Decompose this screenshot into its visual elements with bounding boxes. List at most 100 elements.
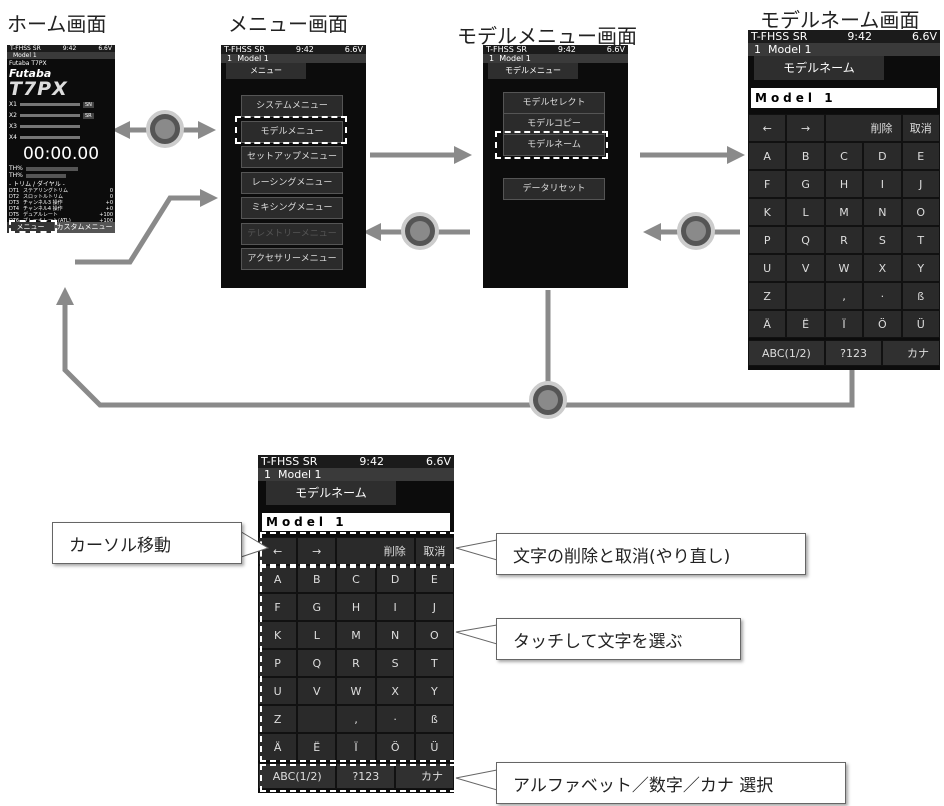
model-bar[interactable]: 1 Model 1 (258, 468, 454, 481)
key-1-3[interactable]: I (375, 593, 415, 621)
number-mode-button[interactable]: ?123 (824, 340, 883, 366)
key-0-1[interactable]: B (786, 142, 825, 170)
key-3-2[interactable]: R (336, 649, 376, 677)
key-6-0[interactable]: Ä (258, 733, 298, 761)
delete-button[interactable]: 削除 (824, 114, 902, 142)
key-5-2[interactable]: ‚ (336, 705, 376, 733)
key-0-0[interactable]: A (258, 565, 298, 593)
key-0-3[interactable]: D (863, 142, 902, 170)
key-2-0[interactable]: K (748, 198, 787, 226)
key-6-4[interactable]: Ü (901, 310, 940, 338)
key-3-3[interactable]: S (863, 226, 902, 254)
key-6-2[interactable]: Ï (824, 310, 864, 338)
key-4-4[interactable]: Y (414, 677, 454, 705)
key-5-0[interactable]: Z (258, 705, 298, 733)
key-5-4[interactable]: ß (901, 282, 940, 310)
trim-bar (19, 103, 80, 106)
key-0-2[interactable]: C (336, 565, 376, 593)
key-0-4[interactable]: E (901, 142, 940, 170)
menu-item-5[interactable]: ミキシングメニュー (241, 197, 343, 219)
key-6-1[interactable]: Ë (786, 310, 825, 338)
cancel-button[interactable]: 取消 (901, 114, 940, 142)
key-5-3[interactable]: · (863, 282, 902, 310)
key-2-2[interactable]: M (336, 621, 376, 649)
key-3-1[interactable]: Q (786, 226, 825, 254)
key-1-2[interactable]: H (336, 593, 376, 621)
kana-mode-button[interactable]: カナ (882, 340, 940, 366)
key-4-0[interactable]: U (258, 677, 298, 705)
model-bar[interactable]: Model 1 (7, 52, 115, 59)
dial-key: DT4 (9, 206, 20, 212)
key-6-0[interactable]: Ä (748, 310, 787, 338)
trim-bar (19, 125, 80, 128)
model-bar[interactable]: 1 Model 1 (483, 54, 628, 63)
highlight-frame (260, 566, 454, 762)
key-5-2[interactable]: ‚ (824, 282, 864, 310)
key-2-4[interactable]: O (414, 621, 454, 649)
key-0-3[interactable]: D (375, 565, 415, 593)
key-0-2[interactable]: C (824, 142, 864, 170)
key-1-0[interactable]: F (258, 593, 298, 621)
key-1-4[interactable]: J (414, 593, 454, 621)
name-input[interactable]: Model 1 (262, 513, 450, 531)
key-2-2[interactable]: M (824, 198, 864, 226)
key-0-0[interactable]: A (748, 142, 787, 170)
cursor-right-button[interactable]: → (786, 114, 825, 142)
key-3-2[interactable]: R (824, 226, 864, 254)
alphabet-mode-button[interactable]: ABC(1/2) (258, 763, 337, 789)
key-1-2[interactable]: H (824, 170, 864, 198)
key-5-4[interactable]: ß (414, 705, 454, 733)
menu-item-3[interactable]: セットアップメニュー (241, 146, 343, 168)
cancel-button[interactable]: 取消 (414, 537, 454, 565)
key-3-4[interactable]: T (414, 649, 454, 677)
key-1-4[interactable]: J (901, 170, 940, 198)
alphabet-mode-button[interactable]: ABC(1/2) (748, 340, 825, 366)
custom-menu-button[interactable]: カスタムメニュー (53, 222, 115, 233)
key-2-3[interactable]: N (863, 198, 902, 226)
th-bar (25, 166, 78, 171)
key-3-1[interactable]: Q (297, 649, 337, 677)
key-2-1[interactable]: L (786, 198, 825, 226)
key-3-0[interactable]: P (748, 226, 787, 254)
key-0-4[interactable]: E (414, 565, 454, 593)
model-menu-item-4[interactable]: データリセット (503, 178, 605, 200)
key-6-2[interactable]: Ï (336, 733, 376, 761)
key-4-2[interactable]: W (336, 677, 376, 705)
menu-item-4[interactable]: レーシングメニュー (241, 171, 343, 194)
name-input[interactable]: Model 1 (751, 88, 937, 108)
model-bar[interactable]: 1 Model 1 (748, 43, 940, 56)
number-mode-button[interactable]: ?123 (336, 763, 396, 789)
key-1-1[interactable]: G (297, 593, 337, 621)
kana-mode-button[interactable]: カナ (395, 763, 454, 789)
key-4-2[interactable]: W (824, 254, 864, 282)
cursor-left-button[interactable]: ← (748, 114, 787, 142)
key-1-1[interactable]: G (786, 170, 825, 198)
menu-button[interactable]: メニュー (7, 222, 54, 233)
key-4-3[interactable]: X (863, 254, 902, 282)
key-4-1[interactable]: V (786, 254, 825, 282)
delete-button[interactable]: 削除 (336, 537, 415, 565)
key-2-3[interactable]: N (375, 621, 415, 649)
key-6-3[interactable]: Ö (863, 310, 902, 338)
menu-item-7[interactable]: アクセサリーメニュー (241, 248, 343, 270)
timer-display[interactable]: 00:00.00 (22, 144, 100, 164)
key-1-0[interactable]: F (748, 170, 787, 198)
key-6-1[interactable]: Ë (297, 733, 337, 761)
key-4-4[interactable]: Y (901, 254, 940, 282)
key-5-0[interactable]: Z (748, 282, 787, 310)
key-3-4[interactable]: T (901, 226, 940, 254)
key-2-0[interactable]: K (258, 621, 298, 649)
model-menu-item-3[interactable]: モデルネーム (503, 134, 605, 156)
key-3-3[interactable]: S (375, 649, 415, 677)
key-3-0[interactable]: P (258, 649, 298, 677)
cursor-right-button[interactable]: → (297, 537, 337, 565)
key-4-3[interactable]: X (375, 677, 415, 705)
key-4-1[interactable]: V (297, 677, 337, 705)
key-5-3[interactable]: · (375, 705, 415, 733)
key-2-1[interactable]: L (297, 621, 337, 649)
model-bar[interactable]: 1 Model 1 (221, 54, 366, 63)
key-2-4[interactable]: O (901, 198, 940, 226)
model-number: 1 (264, 468, 271, 481)
key-4-0[interactable]: U (748, 254, 787, 282)
key-1-3[interactable]: I (863, 170, 902, 198)
